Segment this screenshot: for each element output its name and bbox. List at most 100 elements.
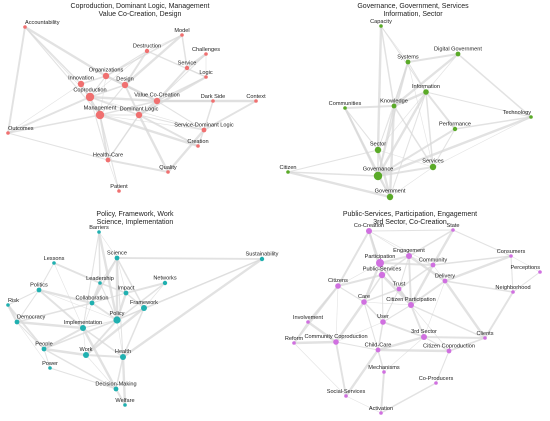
edge [425,53,459,93]
edge [457,53,532,118]
edge [377,348,450,353]
edge [124,83,158,103]
edge [407,61,434,168]
edge [377,335,425,352]
node-label: Politics [30,282,48,288]
node-label: Information [412,84,440,90]
edge [431,229,455,266]
node [162,280,168,286]
node [382,370,386,374]
node [376,259,384,267]
node [455,51,461,57]
node-label: Framework [130,300,158,306]
edge [167,129,205,173]
node [97,230,101,234]
edge [379,262,434,266]
edge [99,114,120,192]
edge [138,75,207,117]
node-label: Community Coproduction [304,334,367,340]
edge [363,301,412,306]
edge [307,321,337,343]
edge [363,288,400,303]
node-label: Lessons [44,256,65,262]
node [48,366,52,370]
panel-title: Policy, Framework, Work [96,211,174,218]
edge [382,288,400,323]
node [113,316,121,324]
node-label: Knowledge [380,98,408,104]
node-label: Citizen [279,165,296,171]
node-label: Public-Services [363,267,402,273]
node [77,80,85,88]
edge [432,255,512,266]
edge [444,280,514,293]
panel-tl: AccountabilityModelDestructionChallenges… [6,3,266,193]
edge [107,159,169,173]
edge [38,262,55,291]
panel-title: 3rd Sector, Co-Creation [373,219,447,226]
edge [398,264,434,290]
edge [344,107,379,151]
node-label: Policy [110,311,125,317]
edge [156,67,188,102]
node-label: Leadership [86,276,114,282]
edge [382,321,425,338]
node-label: State [446,223,459,229]
node [204,52,208,56]
edge [335,285,339,343]
edge [90,282,102,304]
node-label: Involvement [293,315,324,321]
edge [89,96,140,116]
edges-tr [287,25,532,199]
edge [43,347,87,357]
edge [138,100,158,116]
node [429,163,437,171]
edge [388,105,396,198]
node-label: User [377,314,389,320]
edge [377,321,384,351]
edge [380,382,437,414]
edge [7,83,82,134]
node [286,170,290,174]
node-label: Co-Producers [419,376,454,382]
edge [377,166,434,177]
node [89,300,95,306]
edge [398,255,410,290]
edge [389,91,427,198]
edge [7,289,40,306]
edge [368,230,410,257]
edge [293,285,339,344]
node [254,99,258,103]
edge [380,25,395,107]
edge [344,105,395,109]
node-label: Activation [369,406,393,412]
node [180,33,184,37]
node-label: Delivery [435,273,455,279]
node-label: Value Co-Creation [134,93,180,99]
node [83,352,89,358]
node [386,193,394,201]
edge [16,320,84,330]
node-label: Systems [397,54,419,60]
edge [362,262,382,303]
node [166,170,170,174]
node [511,290,515,294]
node-label: Accountability [25,20,60,26]
panel-title: Value Co-Creation, Design [99,11,182,18]
node-label: Citizens [328,278,348,284]
node [306,320,310,324]
edge [432,116,532,168]
edge [293,342,347,397]
panel-title: Public-Services, Participation, Engageme… [343,211,477,218]
node-label: Governance [363,167,393,173]
edge [38,289,118,321]
node-label: Capacity [370,19,392,25]
node [6,303,10,307]
edge [287,149,379,173]
edge [7,304,45,350]
edge [115,388,126,406]
edge [435,350,450,384]
node [14,319,20,325]
node [396,286,402,292]
